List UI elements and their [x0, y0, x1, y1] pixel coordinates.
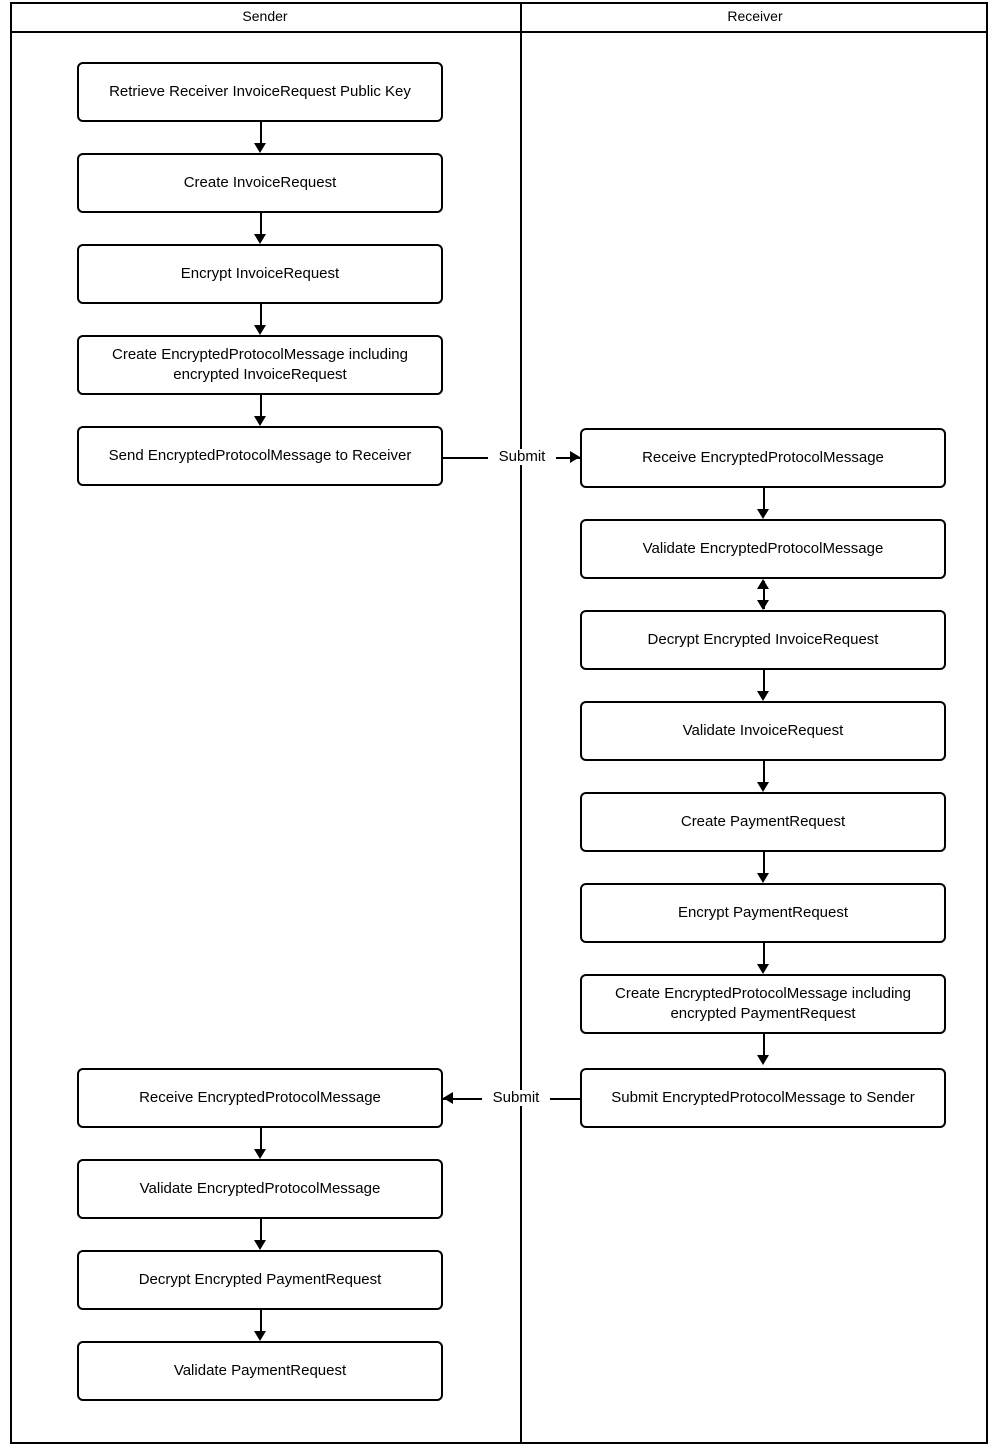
connector-r2-r3-line	[763, 581, 765, 609]
connector-s4-s5-arrowhead	[254, 416, 266, 426]
node-create-encryptedprotocolmessage-invoicerequest[interactable]: Create EncryptedProtocolMessage includin…	[77, 335, 443, 395]
connector-s3-s4-line	[260, 304, 262, 326]
connector-s2-s3-arrowhead	[254, 234, 266, 244]
node-submit-encryptedprotocolmessage-to-sender[interactable]: Submit EncryptedProtocolMessage to Sende…	[580, 1068, 946, 1128]
lane-header-receiver: Receiver	[727, 8, 783, 24]
node-validate-paymentrequest[interactable]: Validate PaymentRequest	[77, 1341, 443, 1401]
connector-r3-r4-line	[763, 670, 765, 692]
connector-s3-s4-arrowhead	[254, 325, 266, 335]
connector-r6-r7-arrowhead	[757, 964, 769, 974]
connector-s6-s7-line	[260, 1128, 262, 1150]
connector-s4-s5-line	[260, 395, 262, 417]
connector-s8-s9-line	[260, 1310, 262, 1332]
node-retrieve-receiver-invoicerequest-public-key[interactable]: Retrieve Receiver InvoiceRequest Public …	[77, 62, 443, 122]
node-create-encryptedprotocolmessage-paymentrequest[interactable]: Create EncryptedProtocolMessage includin…	[580, 974, 946, 1034]
connector-s1-s2-arrowhead	[254, 143, 266, 153]
connector-r1-r2-line	[763, 488, 765, 510]
connector-s8-s9-arrowhead	[254, 1331, 266, 1341]
lane-header-separator	[10, 31, 988, 33]
connector-s1-s2-line	[260, 122, 262, 144]
connector-s2-s3-line	[260, 213, 262, 235]
connector-r7-r8-arrowhead	[757, 1055, 769, 1065]
connector-r7-r8-line	[763, 1034, 765, 1056]
connector-r1-r2-arrowhead	[757, 509, 769, 519]
connector-r6-r7-line	[763, 943, 765, 965]
node-decrypt-encrypted-paymentrequest[interactable]: Decrypt Encrypted PaymentRequest	[77, 1250, 443, 1310]
node-send-encryptedprotocolmessage-to-receiver[interactable]: Send EncryptedProtocolMessage to Receive…	[77, 426, 443, 486]
node-receive-encryptedprotocolmessage-sender[interactable]: Receive EncryptedProtocolMessage	[77, 1068, 443, 1128]
connector-s6-s7-arrowhead	[254, 1149, 266, 1159]
connector-r5-r6-arrowhead	[757, 873, 769, 883]
node-validate-encryptedprotocolmessage-receiver[interactable]: Validate EncryptedProtocolMessage	[580, 519, 946, 579]
edge-submit-to-sender-arrowhead	[443, 1092, 453, 1104]
connector-r4-r5-arrowhead	[757, 782, 769, 792]
node-validate-invoicerequest[interactable]: Validate InvoiceRequest	[580, 701, 946, 761]
connector-s7-s8-line	[260, 1219, 262, 1241]
edge-label-submit-to-sender: Submit	[482, 1090, 550, 1106]
connector-r4-r5-line	[763, 761, 765, 783]
node-decrypt-encrypted-invoicerequest[interactable]: Decrypt Encrypted InvoiceRequest	[580, 610, 946, 670]
lane-header-sender: Sender	[242, 8, 288, 24]
connector-r2-r3-arrowhead-up	[757, 579, 769, 589]
node-create-invoicerequest[interactable]: Create InvoiceRequest	[77, 153, 443, 213]
connector-r2-r3-arrowhead-down	[757, 600, 769, 610]
connector-r3-r4-arrowhead	[757, 691, 769, 701]
connector-s7-s8-arrowhead	[254, 1240, 266, 1250]
node-receive-encryptedprotocolmessage-receiver[interactable]: Receive EncryptedProtocolMessage	[580, 428, 946, 488]
edge-label-submit-to-receiver: Submit	[488, 449, 556, 465]
diagram-outer-border	[10, 2, 988, 1444]
edge-submit-to-receiver-arrowhead	[570, 451, 580, 463]
lane-vertical-divider	[520, 2, 522, 1444]
node-validate-encryptedprotocolmessage-sender[interactable]: Validate EncryptedProtocolMessage	[77, 1159, 443, 1219]
node-encrypt-paymentrequest[interactable]: Encrypt PaymentRequest	[580, 883, 946, 943]
node-encrypt-invoicerequest[interactable]: Encrypt InvoiceRequest	[77, 244, 443, 304]
node-create-paymentrequest[interactable]: Create PaymentRequest	[580, 792, 946, 852]
connector-r5-r6-line	[763, 852, 765, 874]
